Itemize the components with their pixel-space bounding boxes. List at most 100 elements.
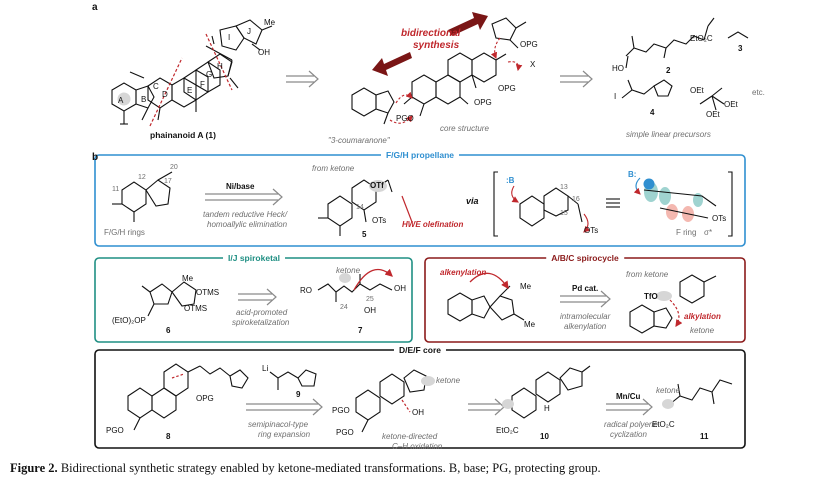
abc-left-structure <box>447 285 525 322</box>
def-cond-2: ring expansion <box>258 430 311 439</box>
precursor-3 <box>727 31 749 39</box>
oet-1: OEt <box>690 86 704 95</box>
fgh-ots-1: OTs <box>372 216 387 225</box>
abc-tfo: TfO <box>644 292 658 301</box>
panel-a-label: a <box>92 2 98 13</box>
ij-tms-2: OTMS <box>184 304 208 313</box>
ch-oxidation-mark <box>401 399 411 413</box>
ring-a-label: A <box>118 96 124 105</box>
compound-5-label: 5 <box>362 230 367 239</box>
ts-structure-left <box>519 187 583 227</box>
panel-ij-title: I/J spiroketal <box>223 253 285 263</box>
orbital-model <box>643 178 717 222</box>
ts-num-13: 13 <box>560 184 568 191</box>
core-opg-2: OPG <box>498 84 516 93</box>
top-oh-label: OH <box>258 48 270 57</box>
arrow-abc <box>560 290 611 308</box>
def-cond-6: cyclization <box>610 430 647 439</box>
sigma-star-label: σ* <box>704 228 713 237</box>
phainanoid-disconnection-2 <box>205 33 233 91</box>
bidirectional-arrow-left <box>372 52 412 76</box>
caption-text: Bidirectional synthetic strategy enabled… <box>57 461 601 475</box>
phainanoid-label: phainanoid A (1) <box>150 130 216 140</box>
ring-j-label: J <box>247 27 251 36</box>
alkylation-arrow <box>669 299 683 327</box>
def-cond-4: C–H oxidation <box>392 442 443 451</box>
core-bond-arrow-3 <box>490 37 501 60</box>
ts-bracket-right <box>728 171 733 237</box>
arrow-def-3 <box>606 398 653 416</box>
compound-10-label: 10 <box>540 432 549 441</box>
ij-ketone-highlight <box>339 273 351 283</box>
via-label: via <box>466 196 479 206</box>
retro-arrow-2 <box>560 70 593 88</box>
precursor-3-ester: EtO₂C <box>690 34 713 43</box>
ij-cond-1: acid-promoted <box>236 308 288 317</box>
compound-11-label: 11 <box>700 432 709 441</box>
def-pgo-3: PGO <box>336 428 354 437</box>
abc-me-2: Me <box>524 320 536 329</box>
compound-6-label: 6 <box>166 326 171 335</box>
f-ring-label: F ring <box>676 228 697 237</box>
precursor-2-label: 2 <box>666 66 671 75</box>
def-reagent: Mn/Cu <box>616 392 641 401</box>
compound-10-ketone-highlight <box>502 399 514 409</box>
panel-fgh-title: F/G/H propellane <box>380 150 460 160</box>
compound-11-ketone-highlight <box>662 399 674 409</box>
compound-7-label: 7 <box>358 326 363 335</box>
def-ketone-1: ketone <box>436 376 461 385</box>
panel-b-label: b <box>92 152 99 163</box>
fgh-otf: OTf <box>370 181 384 190</box>
def-pgo-1: PGO <box>106 426 124 435</box>
precursor-4-label: 4 <box>650 108 655 117</box>
reagent-9-structure <box>269 369 317 390</box>
def-ketone-highlight <box>421 376 435 386</box>
def-ketone-2: ketone <box>656 386 681 395</box>
bidirectional-label: bidirectional <box>401 28 461 39</box>
ring-i-label: I <box>228 33 231 42</box>
oet-3: OEt <box>706 110 720 119</box>
abc-cond-1: intramolecular <box>560 312 611 321</box>
base-label-2: B: <box>628 170 637 179</box>
abc-reagent: Pd cat. <box>572 284 599 293</box>
ring-expansion-mark <box>171 373 185 379</box>
def-opg: OPG <box>196 394 214 403</box>
core-structure <box>351 17 527 125</box>
core-opg-3: OPG <box>474 98 492 107</box>
core-x: X <box>530 60 536 69</box>
ij-cyclization-arrow <box>353 268 393 291</box>
ring-f-label: F <box>200 80 205 89</box>
ij-ro: RO <box>300 286 312 295</box>
orbital-arrow <box>633 177 641 195</box>
precursor-4 <box>621 79 673 99</box>
bidirectional-arrow-right <box>448 12 488 36</box>
equivalence-sign <box>606 198 620 208</box>
caption-label: Figure 2. <box>10 461 58 475</box>
alkylation-label: alkylation <box>684 312 721 321</box>
ts-num-15: 15 <box>560 210 568 217</box>
synthesis-label: synthesis <box>413 40 460 51</box>
ring-c-label: C <box>153 82 159 91</box>
etc-label: etc. <box>752 88 765 97</box>
retro-arrow-1 <box>286 70 319 88</box>
ts-num-16: 16 <box>572 196 580 203</box>
fgh-num-11: 11 <box>112 186 120 193</box>
ts-arrow-2 <box>583 213 591 233</box>
top-me-label: Me <box>264 18 276 27</box>
fgh-rings-label: F/G/H rings <box>104 228 145 237</box>
fgh-num-12: 12 <box>138 174 146 181</box>
abc-me-1: Me <box>520 282 532 291</box>
compound-8-structure <box>127 363 249 431</box>
fgh-cond-2: homoallylic elimination <box>207 220 288 229</box>
precursor-orthoester <box>699 87 725 111</box>
alkenylation-arrow <box>469 272 509 290</box>
abc-cond-2: alkenylation <box>564 322 607 331</box>
panel-def-title: D/E/F core <box>393 345 447 355</box>
compound-10-h: H <box>544 404 550 413</box>
fgh-rings-structure <box>112 171 173 222</box>
fgh-cond-1: tandem reductive Heck/ <box>203 210 288 219</box>
core-bond-arrow-4 <box>507 61 523 72</box>
precursor-4-iodo: I <box>614 92 617 101</box>
ring-e-label: E <box>187 86 193 95</box>
ring-g-label: G <box>206 70 213 79</box>
